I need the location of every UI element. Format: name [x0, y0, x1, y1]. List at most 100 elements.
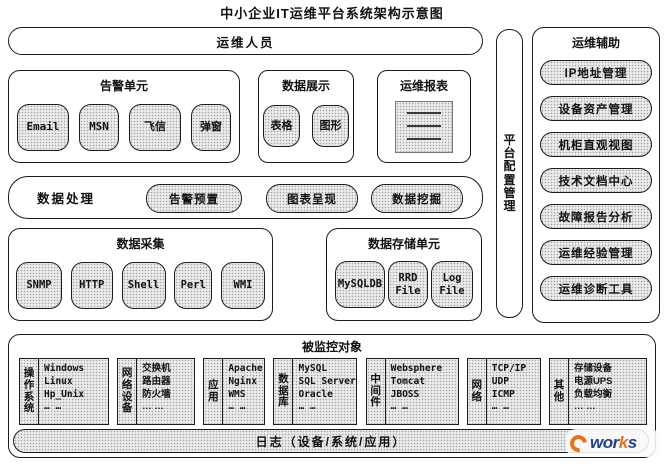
chip-email: Email: [17, 104, 69, 151]
aux-item-experience-management: 运维经验管理: [540, 240, 652, 265]
data-display-title: 数据展示: [281, 79, 330, 93]
col-item-line: … …: [390, 401, 408, 413]
col-item-line: Nginx: [228, 375, 257, 387]
col-item-line: UDP: [491, 375, 509, 387]
chip-perl: Perl: [174, 262, 213, 309]
column-network: 网络 TCP/IP UDP ICMP … …: [466, 358, 541, 425]
column-network-items: TCP/IP UDP ICMP … …: [487, 359, 540, 424]
column-network-device-label: 网络设备: [118, 359, 138, 424]
col-item-line: JBOSS: [390, 388, 420, 400]
column-middleware-label: 中间件: [367, 359, 386, 424]
data-display-panel: 数据展示 表格 图形: [258, 70, 354, 163]
col-item-line: Hp_Unix: [44, 388, 85, 400]
aux-panel: 运维辅助 IP地址管理 设备资产管理 机柜直观视图 技术文档中心 故障报告分析 …: [532, 27, 660, 323]
data-storage-title: 数据存储单元: [367, 237, 440, 251]
data-collection-chip-row: SNMP HTTP Shell Perl WMI: [9, 262, 272, 309]
monitored-objects-panel: 被监控对象 操作系统 Windows Linux Hp_Unix … … 网络设…: [8, 334, 656, 458]
col-item-line: Apache: [228, 363, 263, 374]
col-item-line: TCP/IP: [491, 363, 527, 374]
column-os: 操作系统 Windows Linux Hp_Unix … …: [19, 358, 109, 425]
col-item-line: … …: [142, 401, 164, 413]
col-item-line: WMS: [228, 388, 246, 400]
pill-alert-preset: 告警预置: [146, 184, 242, 213]
chip-log-file: Log File: [431, 261, 473, 308]
column-other-label: 其他: [550, 359, 569, 424]
data-collection-panel: 数据采集 SNMP HTTP Shell Perl WMI: [8, 228, 273, 321]
aux-panel-title: 运维辅助: [571, 36, 620, 50]
chip-snmp: SNMP: [16, 262, 62, 309]
col-item-line: … …: [491, 401, 509, 413]
ops-report-panel: 运维报表: [377, 70, 471, 163]
log-bar: 日志（设备/系统/应用）: [13, 429, 649, 453]
chip-mysqldb: MySQLDB: [335, 261, 385, 308]
chip-rrd-file: RRD File: [388, 261, 428, 308]
column-os-label: 操作系统: [20, 359, 39, 424]
report-line: [407, 112, 441, 114]
platform-config-label: 平台配置管理: [503, 132, 516, 213]
ops-personnel-label: 运维人员: [216, 35, 275, 50]
col-item-line: MySQL: [298, 363, 328, 374]
chip-graph: 图形: [312, 105, 349, 147]
aux-item-doc-center: 技术文档中心: [540, 168, 652, 193]
alert-unit-panel: 告警单元 Email MSN 飞信 弹窗: [8, 70, 240, 163]
eworks-text: works: [590, 433, 637, 452]
column-other: 其他 存储设备 电源UPS 负载均衡 … …: [548, 358, 647, 425]
alert-unit-title: 告警单元: [99, 79, 148, 93]
column-application-items: Apache Nginx WMS … …: [223, 359, 264, 424]
report-line: [407, 125, 441, 127]
col-item-line: … …: [228, 401, 246, 413]
alert-chip-row: Email MSN 飞信 弹窗: [9, 104, 239, 151]
column-network-label: 网络: [468, 359, 487, 424]
col-item-line: Websphere: [390, 363, 443, 374]
diagram-title: 中小企业IT运维平台系统架构示意图: [220, 6, 444, 21]
chip-fetion: 飞信: [129, 104, 181, 151]
eworks-logo: works: [566, 429, 660, 457]
column-os-items: Windows Linux Hp_Unix … …: [39, 359, 108, 424]
col-item-line: 电源UPS: [573, 375, 613, 387]
column-network-device: 网络设备 交换机 路由器 防火墙 … …: [117, 358, 196, 425]
monitored-columns: 操作系统 Windows Linux Hp_Unix … … 网络设备 交换机 …: [19, 358, 647, 425]
report-document-icon: [395, 101, 453, 153]
aux-item-cabinet-view: 机柜直观视图: [540, 132, 652, 157]
data-storage-panel: 数据存储单元 MySQLDB RRD File Log File: [326, 228, 482, 321]
col-item-line: … …: [44, 401, 62, 413]
monitored-objects-title: 被监控对象: [301, 340, 362, 354]
log-bar-label: 日志（设备/系统/应用）: [255, 434, 407, 449]
col-item-line: Windows: [44, 363, 85, 374]
column-application-label: 应用: [204, 359, 224, 424]
ops-report-title: 运维报表: [399, 79, 448, 93]
col-item-line: 交换机: [142, 363, 171, 374]
pill-chart-render: 图表呈现: [266, 184, 358, 213]
chip-popup: 弹窗: [191, 104, 231, 151]
eworks-swoosh-icon: [566, 431, 591, 455]
col-item-line: … …: [573, 401, 596, 413]
aux-item-ip-address-management: IP地址管理: [540, 60, 652, 85]
ops-personnel-bar: 运维人员: [8, 27, 483, 55]
chip-table: 表格: [263, 105, 300, 147]
chip-shell: Shell: [121, 262, 166, 309]
column-middleware-items: Websphere Tomcat JBOSS … …: [386, 359, 458, 424]
col-item-line: ICMP: [491, 388, 515, 400]
col-item-line: Oracle: [298, 388, 333, 400]
col-item-line: Tomcat: [390, 375, 425, 387]
chip-msn: MSN: [79, 104, 119, 151]
col-item-line: 存储设备: [573, 363, 612, 374]
data-collection-title: 数据采集: [116, 237, 165, 251]
platform-config-bar: 平台配置管理: [496, 29, 523, 318]
chip-wmi: WMI: [221, 262, 265, 309]
data-storage-chip-row: MySQLDB RRD File Log File: [327, 261, 481, 308]
col-item-line: SQL Server: [298, 375, 356, 387]
column-network-device-items: 交换机 路由器 防火墙 … …: [137, 359, 194, 424]
aux-item-diagnostic-tools: 运维诊断工具: [540, 276, 652, 301]
aux-pill-list: IP地址管理 设备资产管理 机柜直观视图 技术文档中心 故障报告分析 运维经验管…: [533, 60, 659, 301]
report-line: [407, 138, 441, 140]
column-database-label: 数据库: [274, 359, 294, 424]
col-item-line: Linux: [44, 375, 73, 387]
col-item-line: 路由器: [142, 375, 171, 387]
data-processing-bar: 数据处理 告警预置 图表呈现 数据挖掘: [8, 176, 483, 219]
data-processing-label: 数据处理: [37, 192, 96, 206]
chip-http: HTTP: [70, 262, 113, 309]
column-other-items: 存储设备 电源UPS 负载均衡 … …: [569, 359, 646, 424]
col-item-line: 负载均衡: [573, 388, 612, 400]
